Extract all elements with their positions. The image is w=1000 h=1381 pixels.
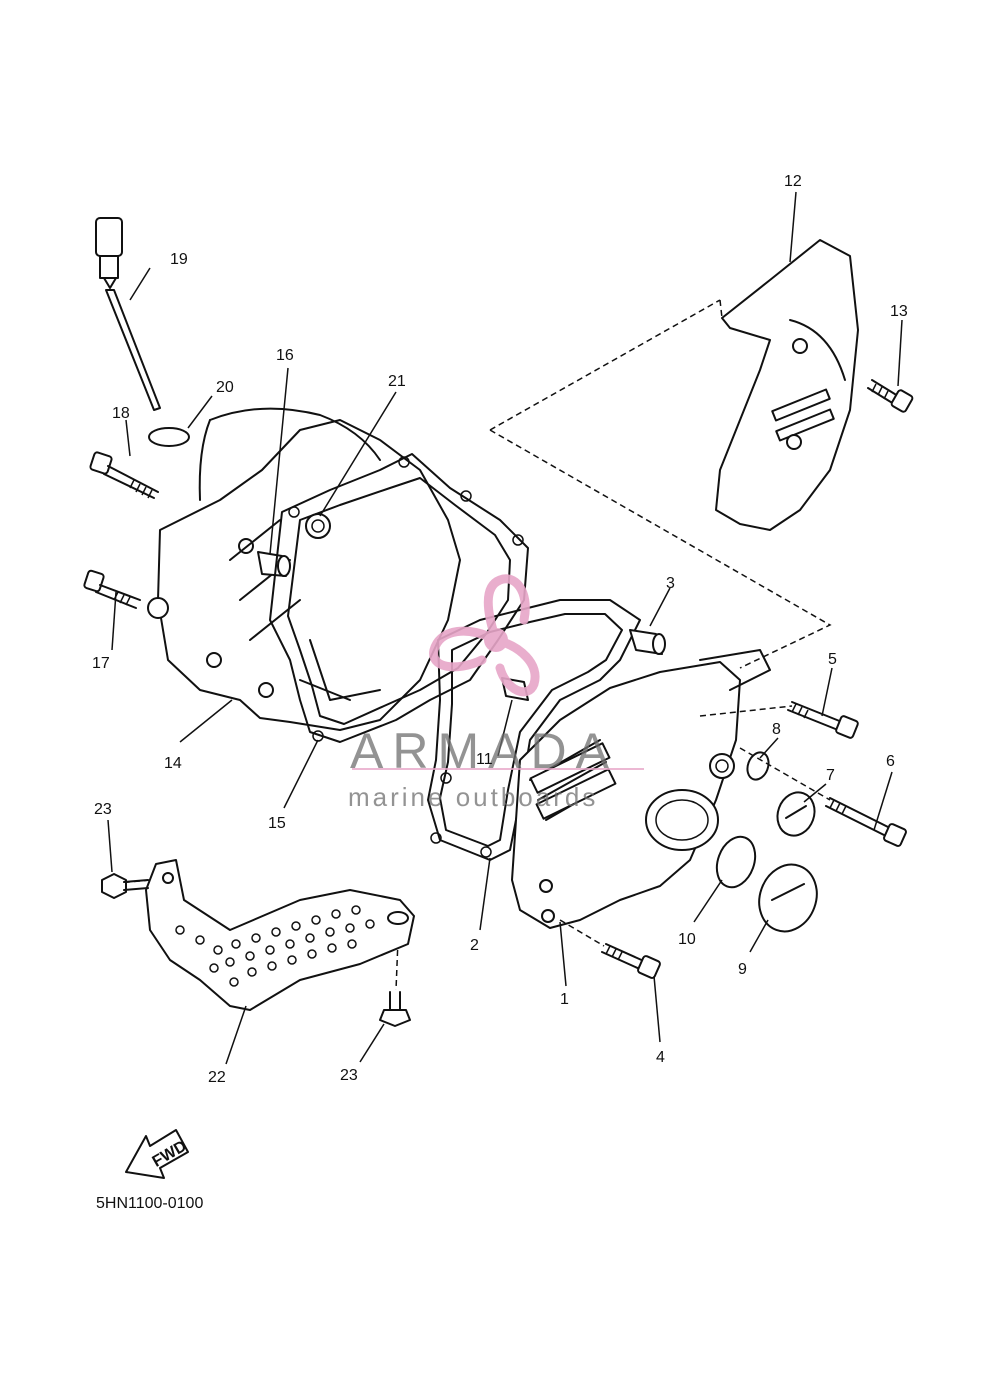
- armada-logo: ARMADA marine outboards: [348, 574, 644, 812]
- bolt: [89, 451, 159, 499]
- gasket: [427, 599, 641, 861]
- crankcase-cover: [511, 649, 771, 929]
- sprocket-cover: [715, 239, 859, 531]
- callout: 23: [340, 1067, 358, 1084]
- callout: 7: [826, 767, 835, 784]
- watermark-subtitle: marine outboards: [348, 782, 598, 812]
- callout: 11: [476, 751, 493, 768]
- forward-arrow-icon: FWD: [125, 1129, 190, 1179]
- plug: [776, 791, 816, 837]
- dipstick: [95, 217, 161, 411]
- callout: 13: [890, 303, 908, 320]
- plug: [758, 863, 818, 933]
- callout: 14: [164, 755, 182, 772]
- callout: 10: [678, 931, 696, 948]
- callout: 18: [112, 405, 130, 422]
- callout: 4: [656, 1049, 665, 1066]
- propeller-logo-icon: [429, 574, 540, 697]
- callout: 17: [92, 655, 110, 672]
- bolt: [83, 569, 141, 609]
- dowel-pin: [629, 629, 666, 655]
- skid-plate: [145, 859, 415, 1011]
- callout: 5: [828, 651, 837, 668]
- callout: 2: [470, 937, 479, 954]
- bolt: [867, 379, 914, 413]
- crankcase-cover: [147, 407, 461, 731]
- bolt: [787, 701, 859, 739]
- callout: 1: [560, 991, 569, 1008]
- callout: 19: [170, 251, 188, 268]
- o-ring: [746, 751, 770, 781]
- callout: 20: [216, 379, 234, 396]
- bolt: [601, 943, 661, 979]
- callout: 15: [268, 815, 286, 832]
- diagram-code: 5HN1100-0100: [96, 1195, 203, 1212]
- callout: 8: [772, 721, 781, 738]
- bolt: [825, 797, 907, 847]
- callout: 22: [208, 1069, 226, 1086]
- callout: 23: [94, 801, 112, 818]
- flange-bolt: [379, 991, 411, 1027]
- callout: 16: [276, 347, 294, 364]
- callout: 3: [666, 575, 675, 592]
- callout: 6: [886, 753, 895, 770]
- callout: 21: [388, 373, 406, 390]
- flange-bolt: [101, 873, 149, 899]
- leader-lines: [107, 191, 903, 1065]
- o-ring: [715, 835, 757, 889]
- callout-labels: 1 2 3 4 5 6 7 8 9 10 11 12 13 14 15 16 1…: [92, 173, 908, 1086]
- dowel-pin: [257, 551, 291, 577]
- callout: 9: [738, 961, 747, 978]
- callout: 12: [784, 173, 802, 190]
- o-ring: [148, 427, 190, 447]
